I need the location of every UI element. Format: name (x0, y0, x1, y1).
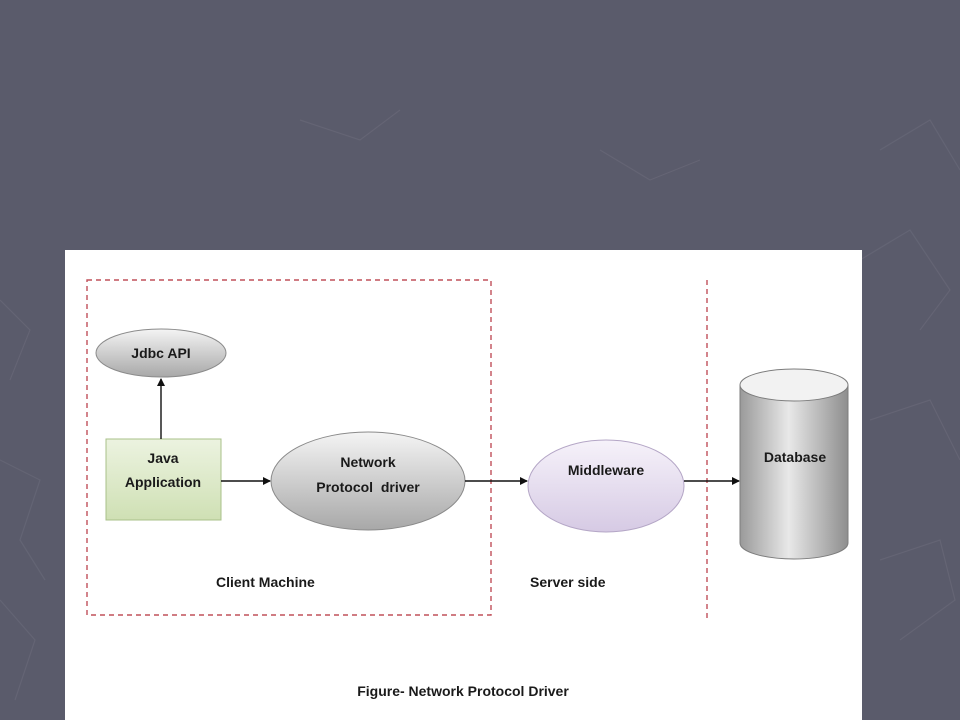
network-protocol-driver-label-line2: Protocol driver (316, 479, 420, 495)
jdbc-api-node: Jdbc API (95, 328, 227, 378)
client-machine-label: Client Machine (216, 574, 315, 590)
figure-panel: Jdbc API Java Application Network Protoc… (65, 250, 862, 720)
java-application-label-line1: Java (147, 450, 178, 466)
jdbc-api-label: Jdbc API (131, 345, 190, 361)
java-application-label-line2: Application (125, 474, 201, 490)
network-protocol-driver-node: Network Protocol driver (270, 431, 466, 531)
java-application-node: Java Application (105, 438, 222, 521)
database-label: Database (764, 449, 826, 465)
network-protocol-driver-label-line1: Network (340, 454, 395, 470)
middleware-node: Middleware (527, 439, 685, 533)
client-machine-boundary (86, 279, 492, 616)
database-node: Database (739, 368, 849, 560)
middleware-label: Middleware (568, 462, 644, 478)
server-side-label: Server side (530, 574, 606, 590)
figure-caption: Figure- Network Protocol Driver (357, 683, 569, 699)
